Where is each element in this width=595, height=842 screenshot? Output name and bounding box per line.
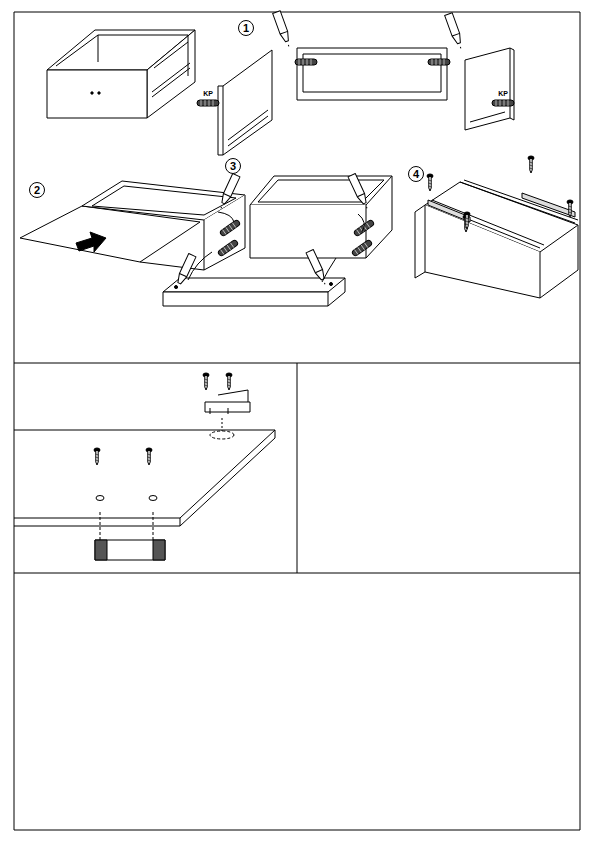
step-number: 4	[408, 166, 424, 182]
step-number-text: 3	[230, 161, 236, 172]
step-number: 1	[238, 20, 254, 36]
step-number-text: 4	[413, 169, 419, 180]
part-label: KP	[497, 90, 509, 97]
step-number-text: 2	[34, 185, 40, 196]
step-number: 2	[29, 182, 45, 198]
part-label: KP	[202, 90, 214, 97]
step-number-text: 1	[243, 23, 249, 34]
step-number: 3	[225, 158, 241, 174]
